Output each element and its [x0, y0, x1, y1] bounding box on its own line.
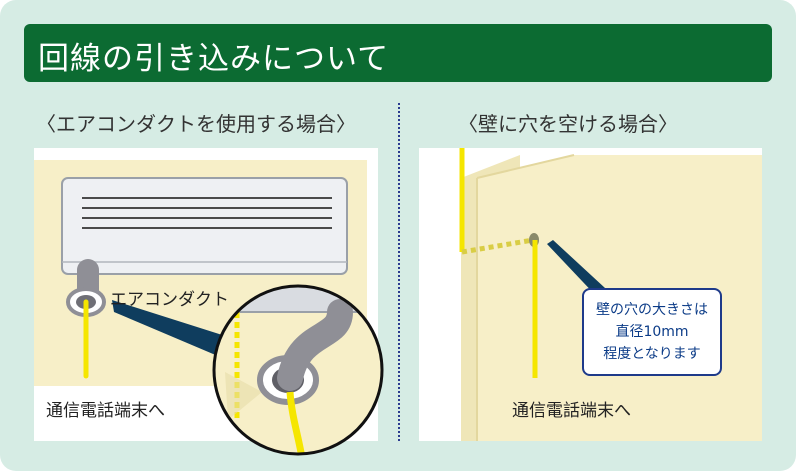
duct-label: エアコンダクト: [110, 290, 229, 310]
leader-wedge-right: [547, 240, 618, 300]
callout-line-3: 程度となります: [603, 346, 701, 362]
terminal-label-left: 通信電話端末へ: [46, 401, 165, 421]
section-heading-aircon-duct: 〈エアコンダクトを使用する場合〉: [36, 112, 356, 136]
section-divider: [398, 103, 400, 441]
title-bar: 回線の引き込みについて: [24, 24, 772, 82]
magnifier-icon: [212, 284, 384, 456]
callout-line-1: 壁の穴の大きさは: [596, 302, 708, 318]
callout-line-2: 直径10mm: [615, 324, 689, 340]
air-conditioner-icon: [61, 177, 348, 275]
page-title: 回線の引き込みについて: [38, 41, 390, 77]
hole-size-callout: 壁の穴の大きさは 直径10mm 程度となります: [582, 288, 722, 376]
leader-wedge-left: [112, 300, 238, 362]
section-heading-wall-hole: 〈壁に穴を空ける場合〉: [458, 112, 678, 136]
phone-cable-through-wall: [461, 237, 534, 255]
terminal-label-right: 通信電話端末へ: [512, 401, 631, 421]
